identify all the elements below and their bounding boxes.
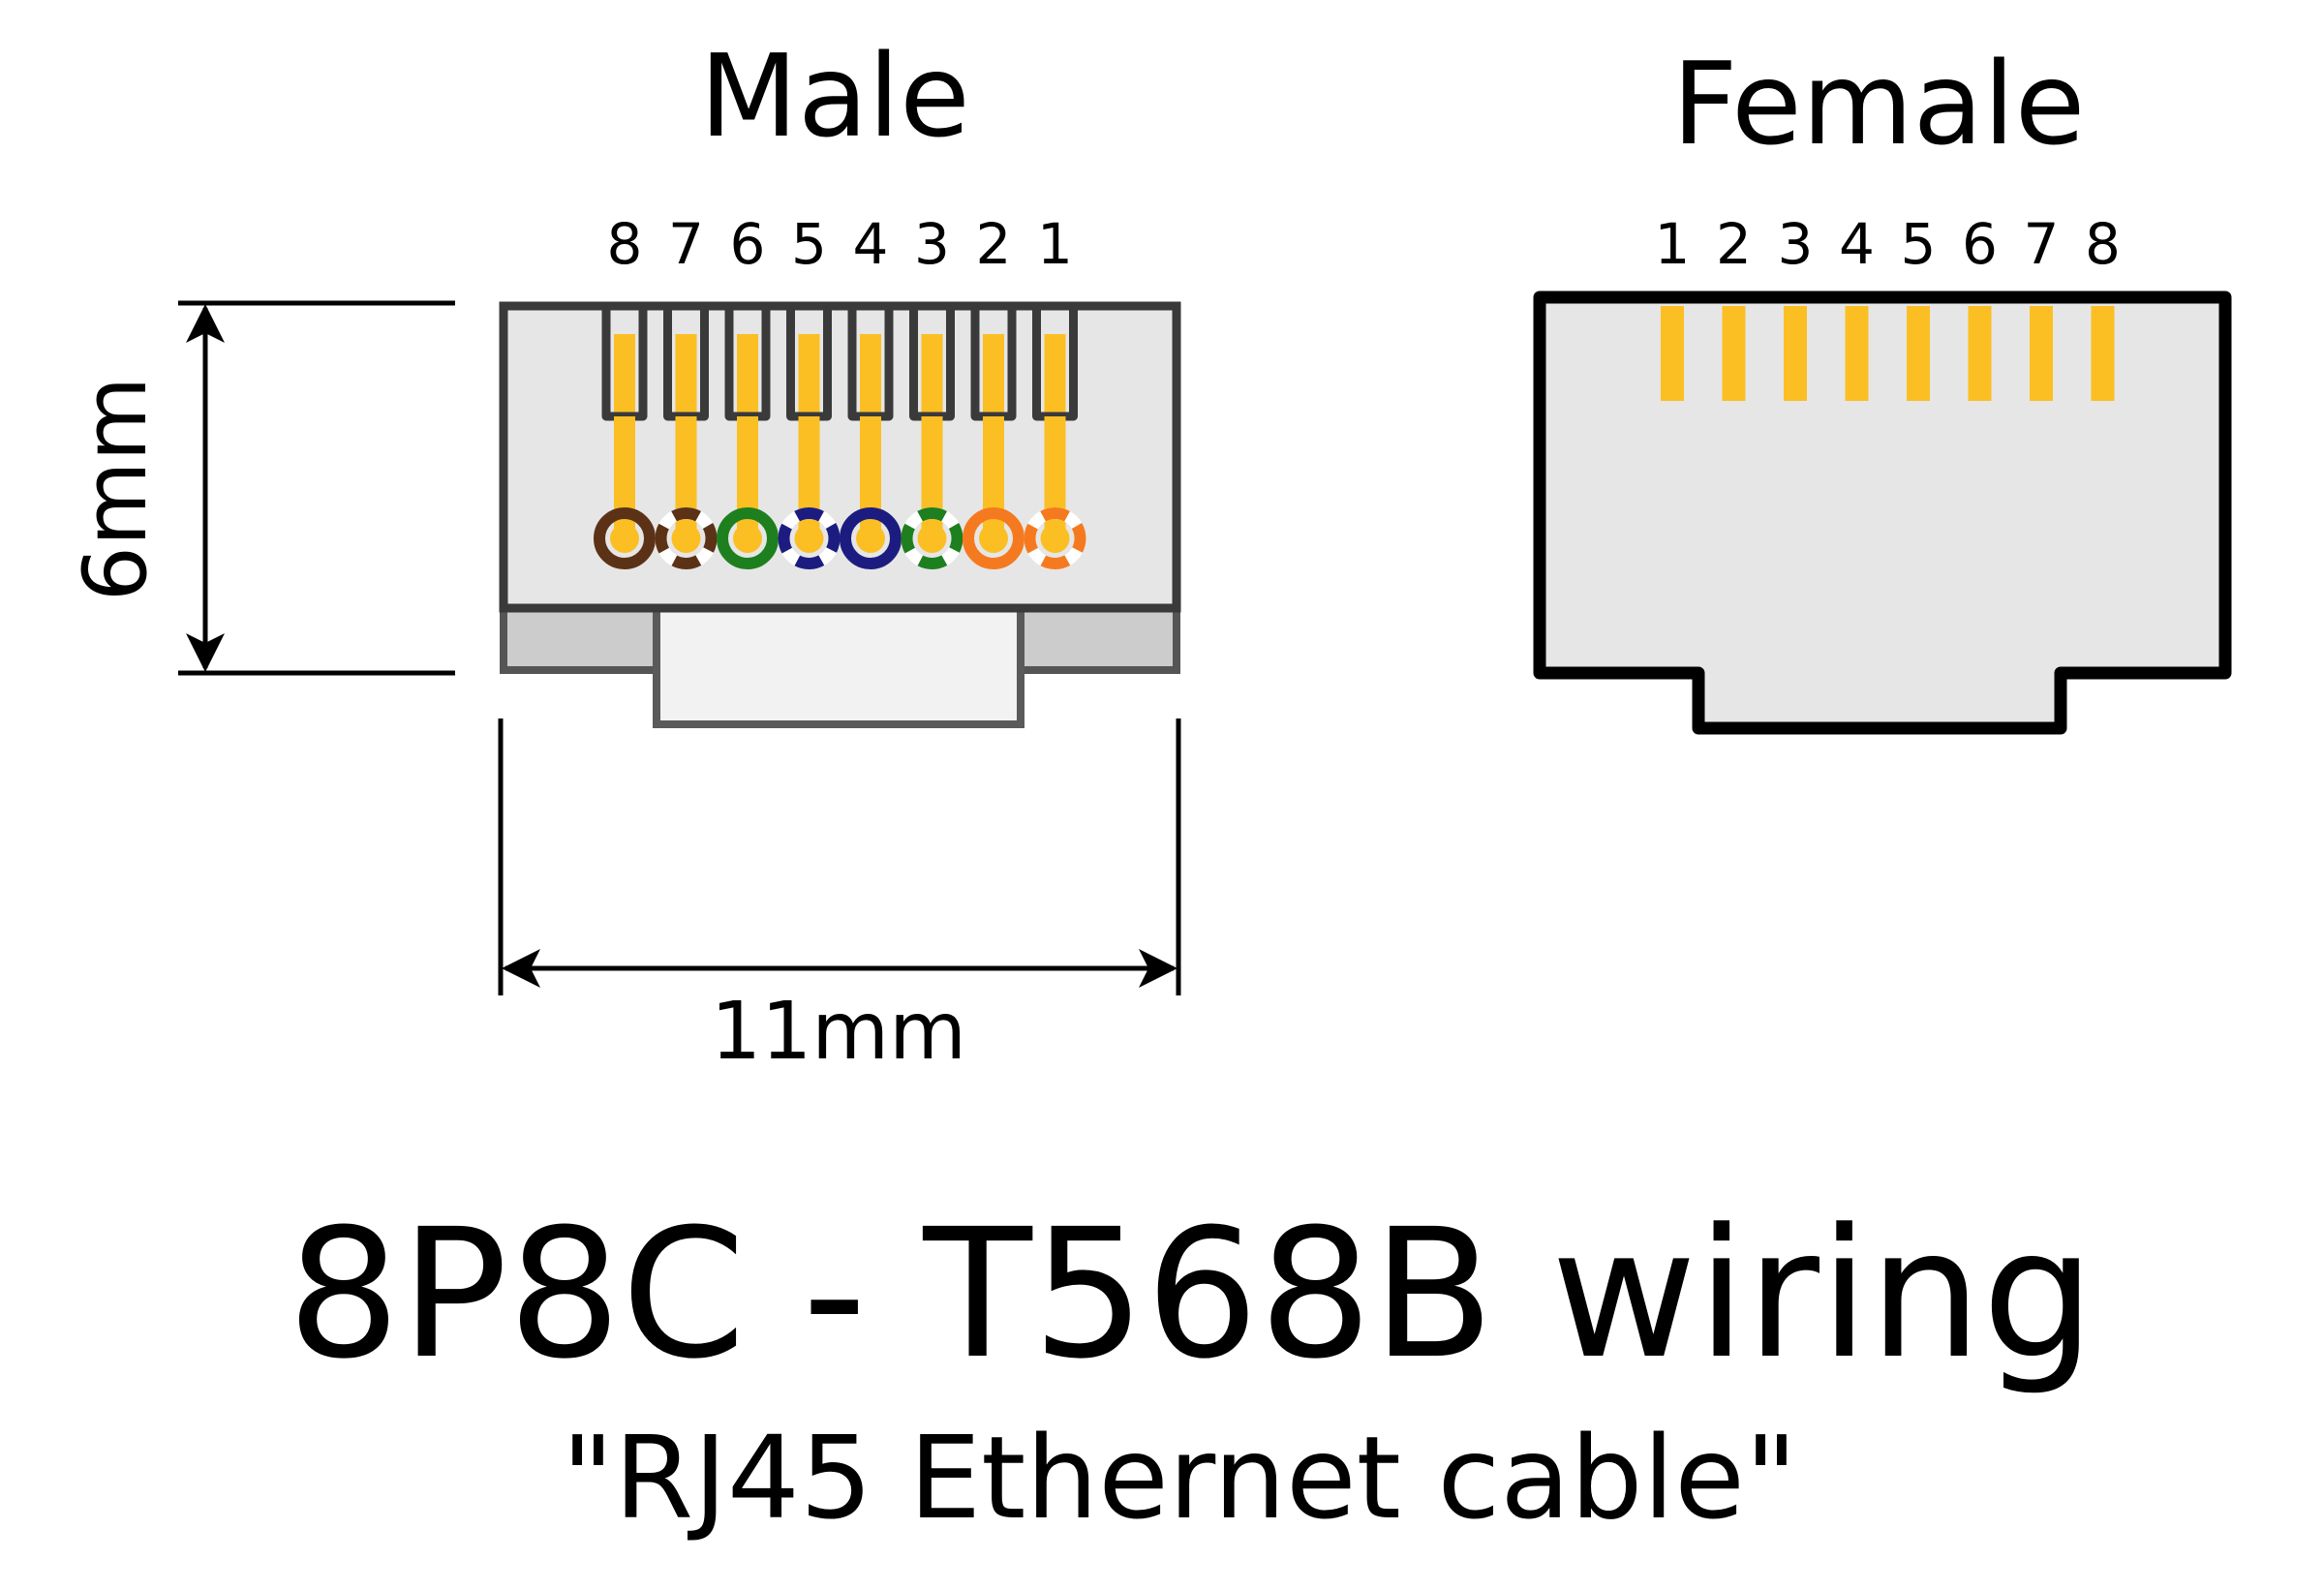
male-latch-tab xyxy=(653,602,1024,728)
wire-core xyxy=(610,524,639,553)
female-contact-3 xyxy=(1784,306,1807,401)
wire-lead xyxy=(614,416,635,533)
wire-core xyxy=(1040,524,1070,553)
wire-lead xyxy=(675,416,697,533)
female-contact-2 xyxy=(1722,306,1746,401)
male-pin-label: 6 xyxy=(730,211,766,277)
male-contact-2 xyxy=(983,334,1004,421)
wire-core xyxy=(917,524,947,553)
wire-insulation-stripe xyxy=(1024,507,1086,569)
male-pin-label: 8 xyxy=(607,211,643,277)
width-label: 11mm xyxy=(711,986,966,1078)
wire-insulation xyxy=(594,507,656,569)
female-contact-7 xyxy=(2030,306,2053,401)
height-dimension: 6mm xyxy=(65,300,455,676)
width-dimension: 11mm xyxy=(498,719,1181,1078)
wire-core xyxy=(794,524,824,553)
male-pin-label: 7 xyxy=(668,211,704,277)
diagram-subtitle: "RJ45 Ethernet cable" xyxy=(562,1411,1797,1544)
wire-lead xyxy=(798,416,820,533)
wire-pin-7 xyxy=(655,416,718,569)
wire-core xyxy=(856,524,885,553)
wire-insulation xyxy=(717,507,779,569)
male-pin-label: 1 xyxy=(1037,211,1073,277)
female-pin-label: 4 xyxy=(1839,211,1875,277)
wire-pin-5 xyxy=(778,416,841,569)
female-contact-6 xyxy=(1968,306,1992,401)
female-contacts xyxy=(1661,306,2115,401)
wire-lead xyxy=(921,416,943,533)
female-pin-label: 3 xyxy=(1778,211,1814,277)
male-contact-3 xyxy=(921,334,943,421)
female-pin-label: 8 xyxy=(2085,211,2121,277)
female-pin-label: 6 xyxy=(1962,211,1998,277)
wire-lead xyxy=(983,416,1004,533)
female-pin-label: 2 xyxy=(1716,211,1752,277)
wire-lead xyxy=(1044,416,1066,533)
male-pin-label: 4 xyxy=(853,211,889,277)
wire-core xyxy=(733,524,762,553)
male-contact-1 xyxy=(1044,334,1066,421)
male-pin-label: 5 xyxy=(791,211,827,277)
wire-insulation xyxy=(963,507,1024,569)
wire-insulation-stripe xyxy=(655,507,718,569)
wire-pin-8 xyxy=(594,416,656,569)
wire-pin-4 xyxy=(840,416,902,569)
female-pin-label: 5 xyxy=(1901,211,1937,277)
female-contact-4 xyxy=(1845,306,1869,401)
wire-core xyxy=(671,524,701,553)
male-contact-8 xyxy=(614,334,635,421)
male-contact-6 xyxy=(737,334,758,421)
female-contact-8 xyxy=(2091,306,2115,401)
female-body xyxy=(1533,290,2232,735)
male-contact-4 xyxy=(860,334,881,421)
male-pin-label: 2 xyxy=(976,211,1012,277)
male-contacts xyxy=(614,334,1066,421)
height-label: 6mm xyxy=(65,377,167,602)
wire-insulation-stripe xyxy=(778,507,841,569)
wire-pin-3 xyxy=(901,416,963,569)
male-contact-7 xyxy=(675,334,697,421)
male-wires xyxy=(594,416,1086,569)
female-pin-label: 7 xyxy=(2024,211,2060,277)
wire-core xyxy=(979,524,1008,553)
male-contact-comb xyxy=(504,301,1177,421)
male-pin-label: 3 xyxy=(914,211,950,277)
female-contact-1 xyxy=(1661,306,1684,401)
wire-pin-2 xyxy=(963,416,1024,569)
wire-insulation-stripe xyxy=(901,507,963,569)
female-heading: Female xyxy=(1672,37,2086,170)
wire-pin-6 xyxy=(717,416,779,569)
male-contact-5 xyxy=(798,334,820,421)
wire-pin-1 xyxy=(1024,416,1086,569)
wire-lead xyxy=(860,416,881,533)
male-heading: Male xyxy=(699,29,970,163)
female-pin-label: 1 xyxy=(1655,211,1691,277)
female-contact-5 xyxy=(1907,306,1930,401)
wire-lead xyxy=(737,416,758,533)
wire-insulation xyxy=(840,507,902,569)
diagram-title: 8P8C - T568B wiring xyxy=(287,1191,2095,1398)
